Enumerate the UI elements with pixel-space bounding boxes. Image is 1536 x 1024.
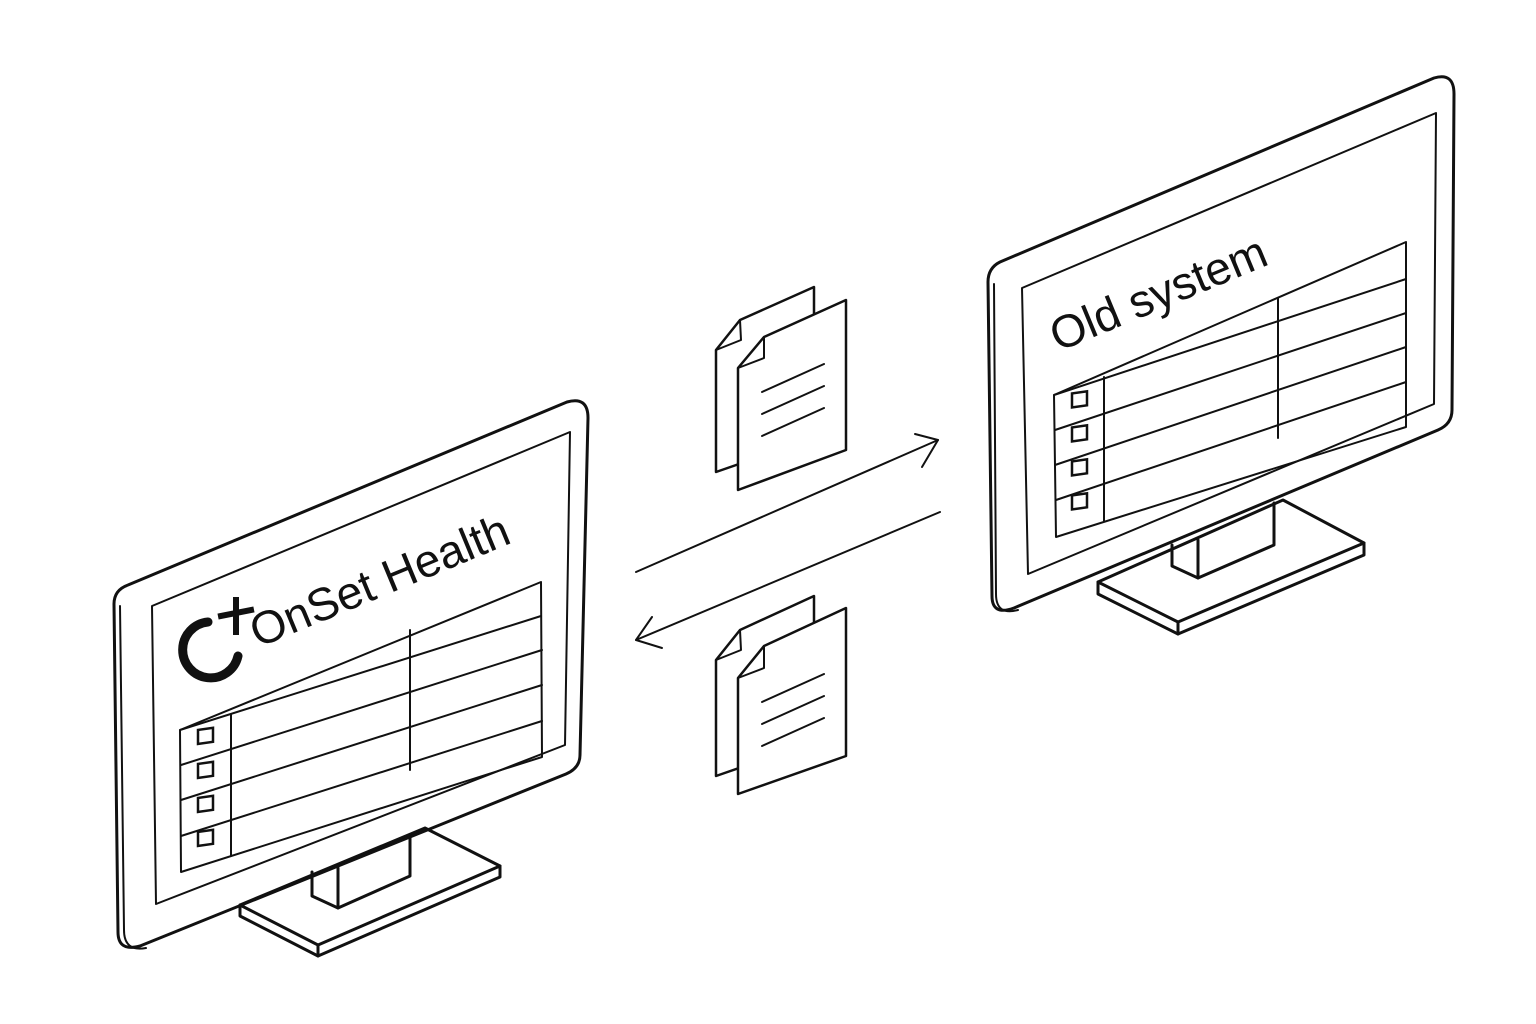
old-system-monitor-stand	[1096, 498, 1366, 636]
onset-monitor-screen	[151, 431, 571, 905]
row-checkbox	[1070, 491, 1089, 511]
old-system-record-table	[1053, 241, 1407, 538]
onset-monitor-stand	[238, 826, 502, 958]
row-checkbox	[1070, 389, 1089, 409]
row-checkbox	[196, 760, 215, 780]
documents-icon	[714, 285, 848, 492]
onset-row-checkboxes	[196, 726, 215, 848]
row-checkbox	[1070, 423, 1089, 443]
onset-logo-icon	[178, 597, 255, 683]
arrow-right-icon	[635, 433, 939, 573]
documents-icon	[714, 594, 848, 796]
row-checkbox	[196, 726, 215, 746]
old-system-monitor: Old system	[986, 75, 1456, 636]
old-system-row-checkboxes	[1070, 389, 1089, 511]
onset-record-table	[179, 581, 543, 873]
onset-brand-name: OnSet Health	[242, 504, 517, 658]
onset-monitor-bezel	[112, 399, 590, 949]
old-system-monitor-screen	[1021, 112, 1437, 575]
arrow-left-icon	[635, 511, 941, 649]
row-checkbox	[196, 794, 215, 814]
old-system-name: Old system	[1042, 225, 1274, 361]
old-system-monitor-bezel	[986, 75, 1456, 612]
onset-monitor: OnSet Health	[112, 399, 590, 958]
row-checkbox	[196, 828, 215, 848]
row-checkbox	[1070, 457, 1089, 477]
